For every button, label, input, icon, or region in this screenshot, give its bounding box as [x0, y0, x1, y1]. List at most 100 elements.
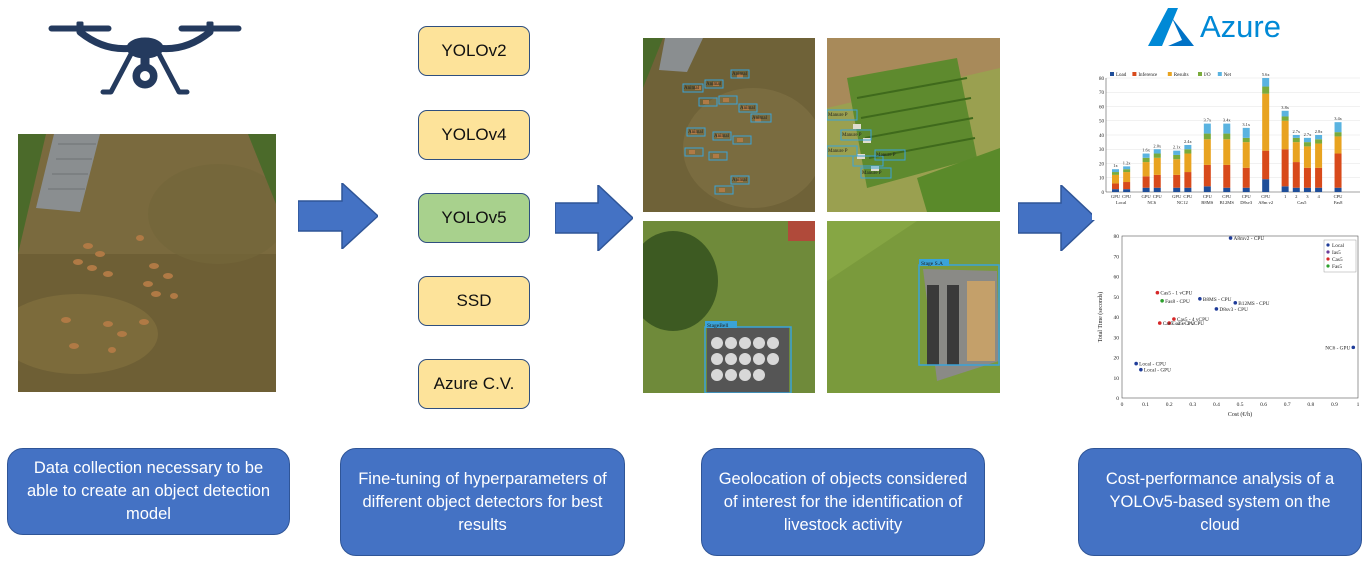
legend-label: Cas5: [1332, 257, 1343, 263]
caption-geolocation: Geolocation of objects considered of int…: [701, 448, 985, 556]
bar-segment: [1334, 187, 1342, 192]
drone-icon: [48, 21, 242, 95]
arrow-right-icon: [298, 183, 378, 249]
detection-label: Stage S.A: [921, 261, 943, 267]
x-tick-label: CPU: [1242, 194, 1252, 199]
bar-segment: [1153, 174, 1161, 188]
x-group-label: Fas8: [1334, 200, 1343, 205]
point-label: Local - GPU: [1144, 368, 1171, 374]
azure-logo: Azure: [1148, 6, 1298, 48]
bar-top-label: 3.7x: [1203, 118, 1211, 123]
x-group-label: Local: [1116, 200, 1127, 205]
x-group-label: NC6: [1147, 200, 1156, 205]
x-tick-label: CPU: [1122, 194, 1132, 199]
bar-segment: [1123, 182, 1131, 190]
bar-top-label: 3.4x: [1223, 118, 1231, 123]
bar-top-label: 1.6x: [1142, 148, 1150, 153]
legend-label: Local: [1332, 243, 1345, 249]
bar-segment: [1223, 123, 1231, 134]
detection-label: Manure P: [862, 171, 882, 176]
model-yolov4: YOLOv4: [418, 110, 530, 160]
bar-segment: [1184, 172, 1192, 188]
point-label: Cas5 - 1 vCPU: [1160, 291, 1192, 297]
model-label: YOLOv5: [441, 208, 507, 227]
caption-cost-performance: Cost-performance analysis of a YOLOv5-ba…: [1078, 448, 1362, 556]
x-tick-label: GPU: [1142, 194, 1152, 199]
y-tick-label: 20: [1114, 356, 1120, 362]
legend-label: I/O: [1204, 73, 1211, 78]
bar-top-label: 2.4x: [1184, 139, 1192, 144]
y-tick-label: 40: [1099, 134, 1105, 139]
bar-top-label: 2.0x: [1153, 143, 1161, 148]
point-label: NC6 - GPU: [1325, 345, 1350, 351]
x-tick-label: 0.1: [1142, 402, 1149, 408]
plot-frame: [1121, 235, 1359, 399]
legend-label: Ias5: [1332, 250, 1341, 256]
legend-label: Load: [1116, 73, 1127, 78]
bar-segment: [1223, 133, 1231, 140]
bar-top-label: 3.1x: [1242, 122, 1250, 127]
detection-label: Animal: [752, 116, 768, 121]
bar-segment: [1142, 176, 1150, 188]
x-tick-label: CPU: [1261, 194, 1271, 199]
legend-swatch: [1198, 72, 1202, 76]
bar-segment: [1281, 110, 1289, 117]
y-tick-label: 60: [1099, 105, 1105, 110]
bar-segment: [1334, 136, 1342, 154]
bar-top-label: 2.7x: [1304, 132, 1312, 137]
legend-label: Results: [1174, 73, 1189, 78]
x-tick-label: 4: [1317, 194, 1320, 199]
scatter-point: [1157, 321, 1162, 325]
bar-segment: [1203, 186, 1211, 192]
chart-background: [1092, 226, 1364, 424]
point-label: Local - CPU: [1139, 362, 1166, 368]
caption-text: Cost-performance analysis of a YOLOv5-ba…: [1105, 469, 1335, 534]
y-tick-label: 30: [1114, 335, 1120, 341]
detection-photo-stage: Stage S.A: [827, 221, 1000, 393]
bar-segment: [1173, 187, 1181, 192]
bar-segment: [1303, 146, 1311, 168]
bar-segment: [1281, 120, 1289, 150]
detection-label: Animal: [688, 130, 704, 135]
y-tick-label: 80: [1099, 77, 1105, 82]
y-tick-label: 50: [1114, 295, 1120, 301]
azure-logo-text: Azure: [1200, 9, 1281, 44]
bar-segment: [1142, 157, 1150, 163]
bar-segment: [1203, 133, 1211, 140]
scatter-point: [1167, 321, 1171, 325]
bar-segment: [1242, 187, 1250, 192]
bar-segment: [1262, 78, 1270, 87]
bar-segment: [1303, 167, 1311, 188]
detection-label: Animal: [732, 178, 748, 183]
bar-segment: [1112, 172, 1119, 175]
detection-label: Animal: [706, 82, 722, 87]
x-tick-label: 1: [1284, 194, 1287, 199]
legend-marker: [1326, 264, 1330, 268]
bar-segment: [1315, 167, 1323, 188]
x-tick-label: 0: [1121, 402, 1124, 408]
bar-segment: [1203, 139, 1211, 165]
azure-logo-icon: [1148, 8, 1194, 46]
detection-photo-animals: Animal Animal Animal Animal Animal Anima…: [643, 38, 815, 212]
model-azure-cv: Azure C.V.: [418, 359, 530, 409]
y-tick-label: 0: [1116, 396, 1119, 402]
x-tick-label: CPU: [1183, 194, 1193, 199]
x-tick-label: CPU: [1222, 194, 1232, 199]
detection-label: Animal: [732, 72, 748, 77]
x-tick-label: CPU: [1334, 194, 1344, 199]
bar-segment: [1292, 162, 1300, 188]
x-group-label: D8sv3: [1240, 200, 1253, 205]
bar-segment: [1173, 159, 1181, 175]
scatter-point: [1228, 236, 1233, 240]
bar-segment: [1262, 150, 1270, 180]
model-label: SSD: [456, 291, 492, 310]
bar-segment: [1292, 187, 1300, 192]
x-tick-label: 1: [1357, 402, 1360, 408]
caption-data-collection: Data collection necessary to be able to …: [7, 448, 290, 535]
point-label: B12MS - CPU: [1238, 301, 1269, 307]
legend-marker: [1326, 243, 1330, 247]
arrow-right-icon: [1018, 185, 1096, 251]
bar-segment: [1303, 137, 1311, 143]
x-tick-label: 0.5: [1237, 402, 1244, 408]
